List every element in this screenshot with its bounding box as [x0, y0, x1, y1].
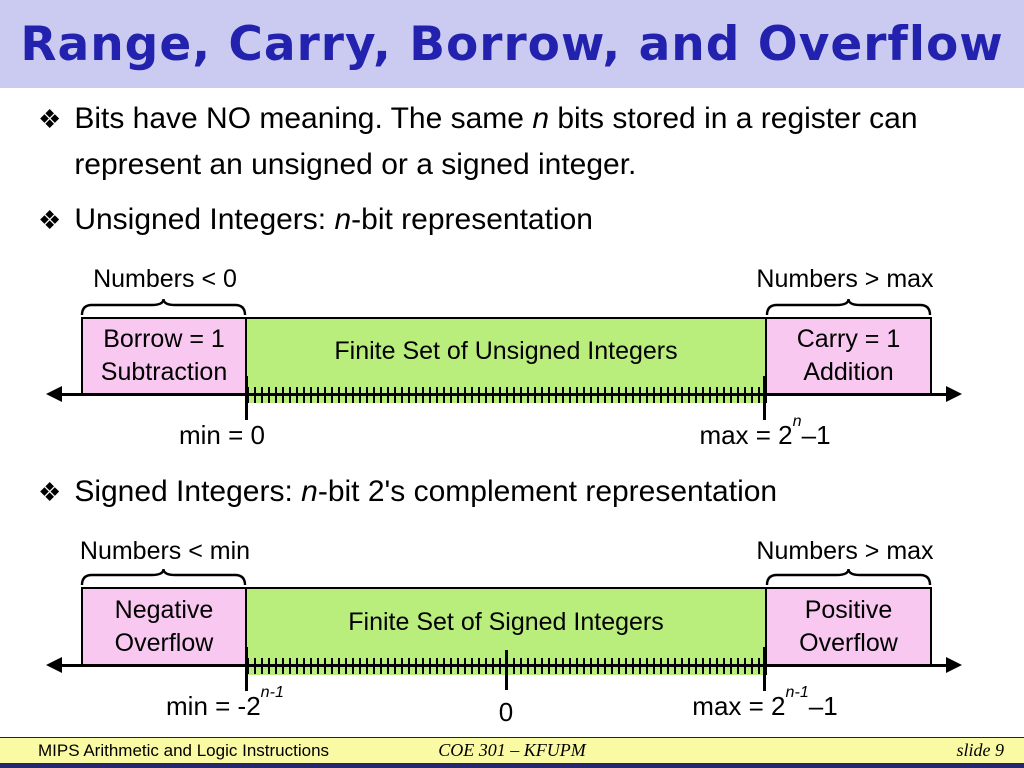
finite-set-unsigned-label: Finite Set of Unsigned Integers — [334, 336, 678, 365]
max-unsigned-label: max = 2n–1 — [655, 412, 875, 451]
finite-set-signed-label: Finite Set of Signed Integers — [348, 607, 664, 636]
bullet-item: ❖ Unsigned Integers: n-bit representatio… — [38, 197, 998, 243]
bullet-text-post: bits stored in a register can represent … — [74, 102, 918, 181]
ruler-hash-marks — [247, 387, 765, 403]
max-exponent: n-1 — [785, 683, 809, 702]
bullet-text: Bits have NO meaning. The same n bits st… — [74, 96, 979, 188]
bullet-text-var: n — [334, 203, 352, 236]
bullet-diamond-icon: ❖ — [38, 205, 62, 235]
borrow-box: Borrow = 1 Subtraction — [81, 317, 247, 395]
borrow-line1: Borrow = 1 — [103, 325, 225, 353]
bullet-item: ❖ Signed Integers: n-bit 2's complement … — [38, 469, 998, 515]
min-tick — [245, 376, 248, 420]
range-label-numbers-below-zero: Numbers < 0 — [93, 265, 237, 293]
left-brace — [80, 568, 247, 586]
right-brace — [765, 298, 932, 316]
left-arrowhead-icon — [46, 386, 62, 402]
right-arrowhead-icon — [946, 386, 962, 402]
bullet-text-post: -bit 2's complement representation — [317, 475, 778, 508]
negative-overflow-line2: Overflow — [114, 628, 214, 657]
right-arrowhead-icon — [946, 657, 962, 673]
left-brace — [80, 298, 247, 316]
carry-line1: Carry = 1 — [796, 325, 901, 353]
slide-footer: MIPS Arithmetic and Logic Instructions C… — [0, 737, 1024, 763]
max-signed-label: max = 2n-1–1 — [645, 683, 885, 722]
range-label-numbers-above-max: Numbers > max — [756, 537, 934, 565]
max-base: max = 2 — [699, 420, 793, 450]
borrow-line2: Subtraction — [100, 358, 228, 386]
footer-slide-number: slide 9 — [956, 740, 1005, 760]
min-exponent: n-1 — [260, 683, 284, 702]
footer-course-code: COE 301 – KFUPM — [438, 740, 586, 760]
bullet-text-pre: Unsigned Integers: — [74, 203, 335, 236]
left-arrowhead-icon — [46, 657, 62, 673]
min-zero-label: min = 0 — [179, 420, 265, 450]
slide-title: Range, Carry, Borrow, and Overflow — [20, 16, 1004, 72]
bullet-text: Signed Integers: n-bit 2's complement re… — [74, 469, 777, 515]
bullet-text-post: -bit representation — [351, 203, 593, 236]
negative-overflow-box: Negative Overflow — [81, 587, 247, 666]
negative-overflow-line1: Negative — [114, 595, 214, 624]
range-label-numbers-below-min: Numbers < min — [79, 537, 251, 565]
min-signed-label: min = -2n-1 — [115, 683, 335, 722]
right-brace — [765, 568, 932, 586]
max-tail: –1 — [801, 420, 831, 450]
max-base: max = 2 — [692, 691, 786, 721]
max-tick — [763, 376, 766, 420]
slide-title-bar: Range, Carry, Borrow, and Overflow — [0, 0, 1024, 88]
footer-course-topic: MIPS Arithmetic and Logic Instructions — [38, 740, 330, 760]
min-tick — [245, 647, 248, 691]
carry-box: Carry = 1 Addition — [765, 317, 932, 395]
positive-overflow-box: Positive Overflow — [765, 587, 932, 666]
positive-overflow-line2: Overflow — [799, 628, 898, 657]
bottom-accent-strip — [0, 763, 1024, 768]
min-base: min = -2 — [166, 691, 261, 721]
bullet-text: Unsigned Integers: n-bit representation — [74, 197, 593, 243]
bullet-text-pre: Signed Integers: — [74, 475, 302, 508]
zero-tick — [505, 650, 508, 690]
bullet-text-var: n — [532, 102, 549, 135]
positive-overflow-line1: Positive — [804, 595, 893, 624]
max-tail: –1 — [808, 691, 838, 721]
max-exponent: n — [792, 412, 802, 431]
bullet-text-var: n — [301, 475, 318, 508]
zero-label: 0 — [498, 697, 514, 727]
bullet-text-pre: Bits have NO meaning. The same — [74, 102, 533, 135]
max-tick — [763, 647, 766, 691]
carry-line2: Addition — [803, 358, 894, 386]
bullet-item: ❖ Bits have NO meaning. The same n bits … — [38, 96, 998, 188]
bullet-diamond-icon: ❖ — [38, 477, 62, 507]
bullet-diamond-icon: ❖ — [38, 104, 62, 134]
range-label-numbers-above-max: Numbers > max — [756, 265, 934, 293]
